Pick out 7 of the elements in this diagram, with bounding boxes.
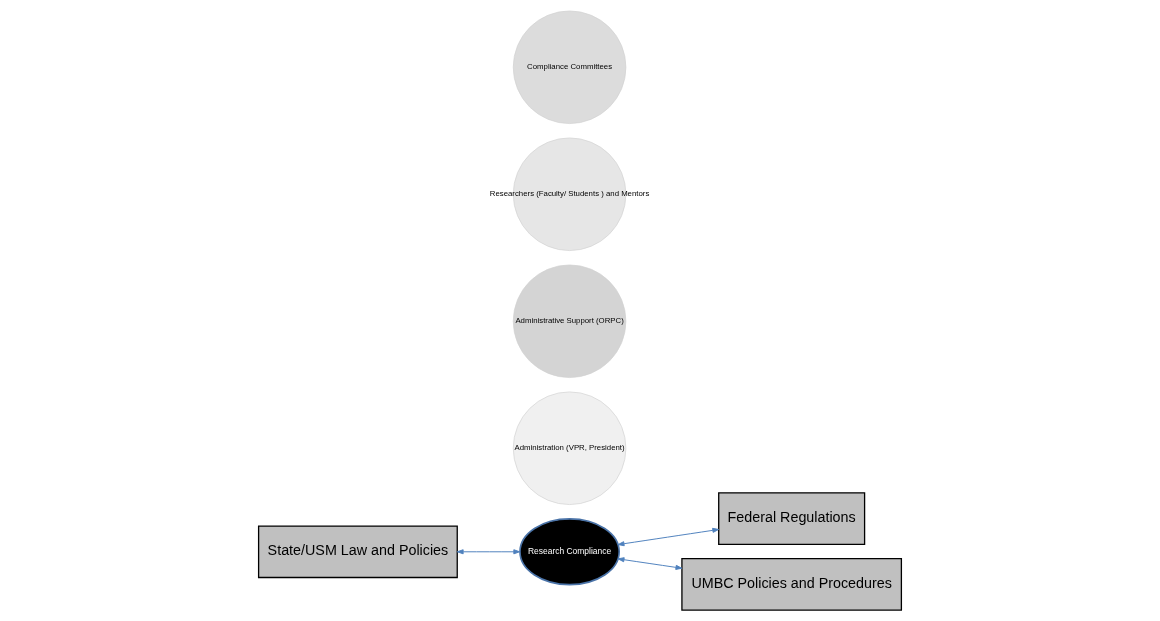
node-ellipse: Research Compliance bbox=[519, 518, 620, 586]
arrow bbox=[617, 527, 720, 547]
node-box: UMBC Policies and Procedures bbox=[681, 558, 903, 611]
arrow bbox=[456, 549, 521, 555]
node-box: Federal Regulations bbox=[718, 492, 866, 545]
node-box: State/USM Law and Policies bbox=[257, 525, 458, 579]
arrow bbox=[617, 557, 683, 570]
